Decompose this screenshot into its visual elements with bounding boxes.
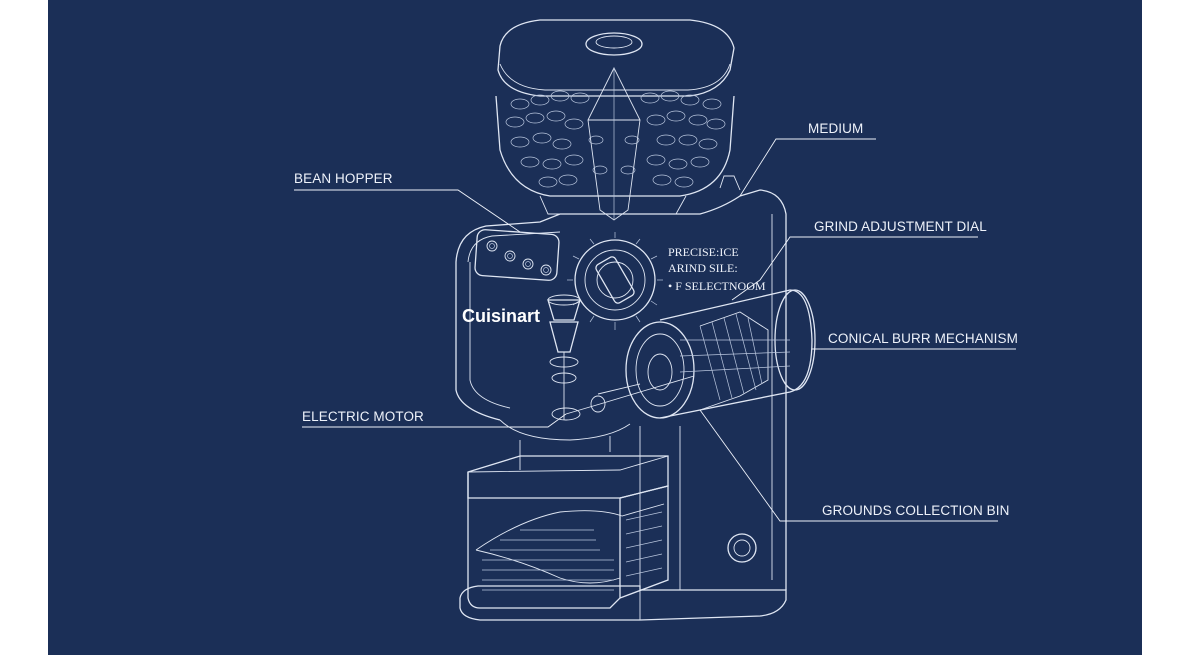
dial-text-line1: PRECISE:ICE <box>668 245 739 259</box>
label-grind-adjustment-dial: GRIND ADJUSTMENT DIAL <box>814 219 987 234</box>
dial-text-line3: • F SELECTNOOM <box>668 279 766 293</box>
dial-text-line2: ARIND SILE: <box>668 261 738 275</box>
label-medium: MEDIUM <box>808 121 863 136</box>
conical-burr-mechanism <box>597 289 816 419</box>
blueprint-panel: Cuisinart PRECISE:ICE ARIND SILE: • F SE… <box>48 0 1142 655</box>
label-grounds-collection-bin: GROUNDS COLLECTION BIN <box>822 503 1009 518</box>
dial-fine-text: PRECISE:ICE ARIND SILE: • F SELECTNOOM <box>668 245 766 293</box>
callout-leaders <box>294 138 1016 522</box>
inner-shaft <box>499 294 631 456</box>
label-electric-motor: ELECTRIC MOTOR <box>302 409 424 424</box>
label-conical-burr-mechanism: CONICAL BURR MECHANISM <box>828 331 1018 346</box>
label-bean-hopper: BEAN HOPPER <box>294 171 393 186</box>
grounds-texture <box>482 511 663 591</box>
grind-adjustment-dial: PRECISE:ICE ARIND SILE: • F SELECTNOOM <box>567 232 766 330</box>
grounds-collection-bin <box>467 455 669 609</box>
brand-logo: Cuisinart <box>462 306 540 326</box>
grinder-blueprint-diagram: Cuisinart PRECISE:ICE ARIND SILE: • F SE… <box>294 19 1018 621</box>
bean-hopper <box>495 19 735 221</box>
